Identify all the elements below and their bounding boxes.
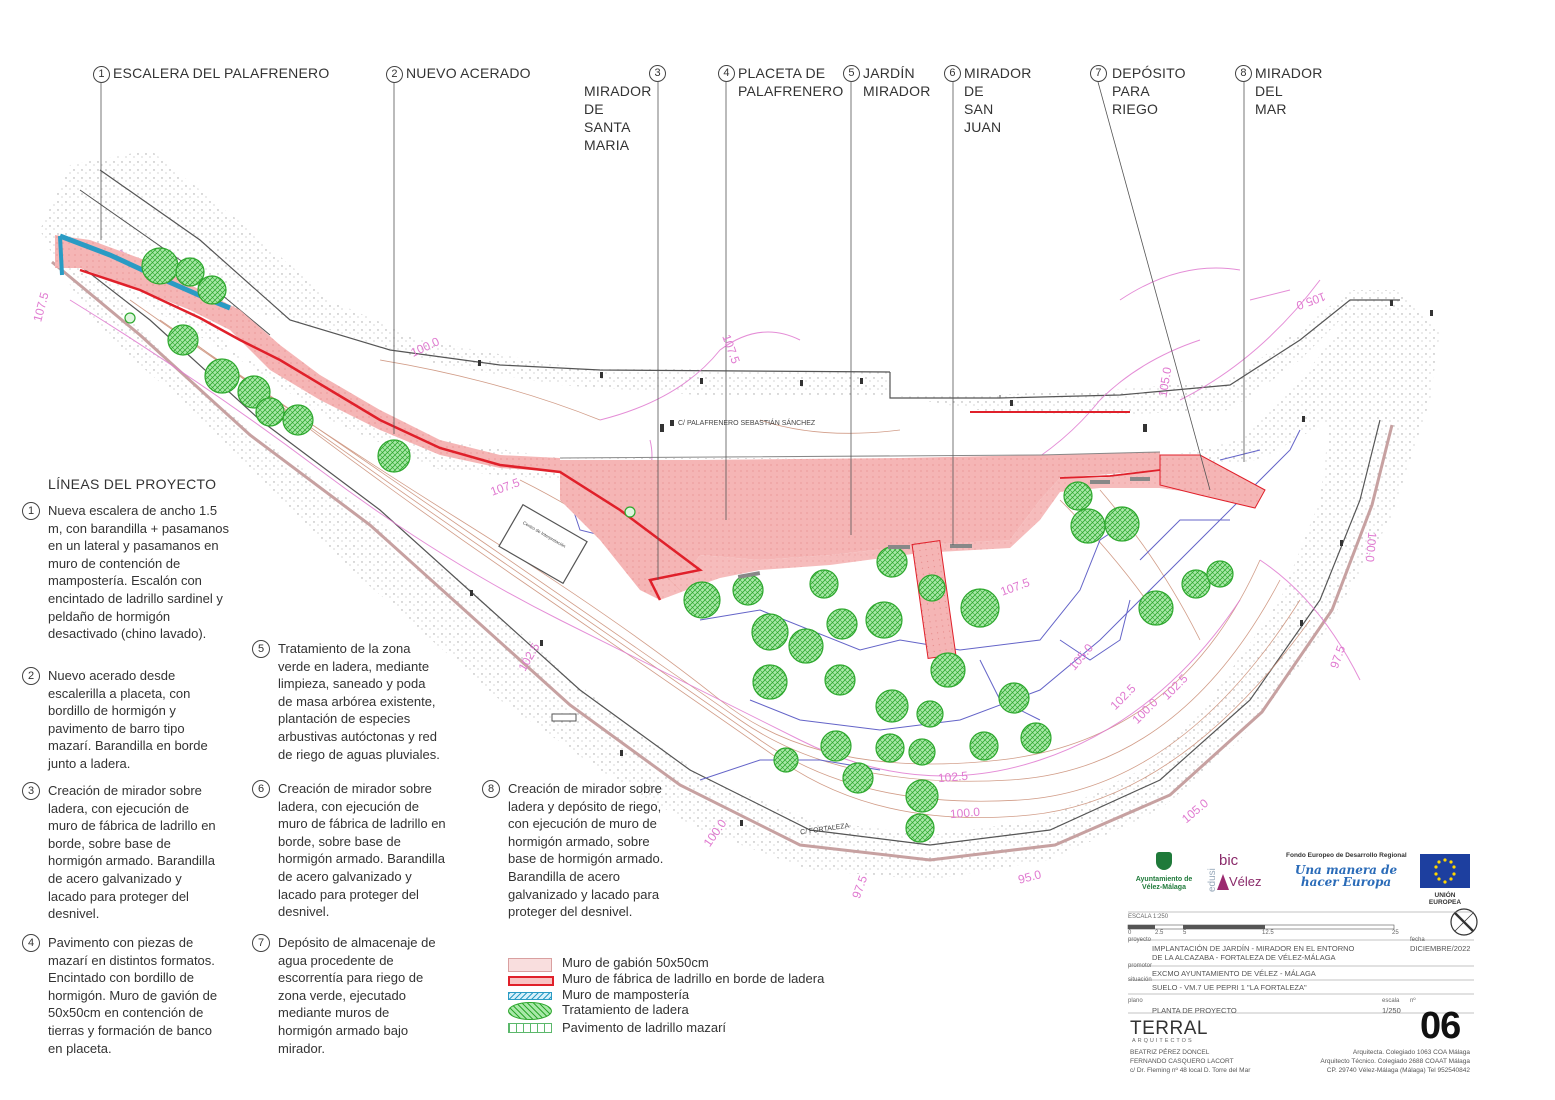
masonry-swatch-icon — [508, 992, 552, 1000]
mazari-swatch-icon — [508, 1023, 552, 1033]
credential: Arquitecto Técnico. Colegiado 2688 COAAT… — [1320, 1058, 1470, 1065]
credential: Arquitecta. Colegiado 1063 COA Málaga — [1352, 1049, 1470, 1056]
credential: CP. 29740 Vélez-Málaga (Málaga) Tel 9525… — [1326, 1067, 1470, 1074]
street-label: C/ PALAFRENERO SEBASTIÁN SÁNCHEZ — [678, 420, 816, 427]
tree-swatch-icon — [508, 1002, 552, 1020]
situacion-label: situación — [1128, 977, 1152, 983]
scale-tick: 0 — [1128, 930, 1132, 936]
legend-trees: Tratamiento de ladera — [508, 1002, 848, 1020]
scale-tick: 12.5 — [1262, 930, 1274, 936]
scale-tick: 25 — [1392, 930, 1399, 936]
situacion-value: SUELO - VM.7 UE PEPRI 1 "LA FORTALEZA" — [1152, 983, 1307, 992]
brick-wall-swatch-icon — [508, 976, 554, 986]
n-label: nº — [1410, 998, 1416, 1004]
gabion-swatch-icon — [508, 958, 552, 972]
sheet-number: 06 — [1420, 1005, 1461, 1047]
contour-label: 100.0 — [949, 804, 981, 822]
fecha-label: fecha — [1410, 937, 1425, 943]
promotor-value: EXCMO AYUNTAMIENTO DE VÉLEZ - MÁLAGA — [1152, 969, 1316, 978]
scale-tick: 5 — [1183, 930, 1187, 936]
plano-value: PLANTA DE PROYECTO — [1152, 1006, 1237, 1015]
callout-3-number: 3 — [649, 65, 666, 82]
author: BEATRIZ PÉREZ DONCEL — [1130, 1049, 1210, 1056]
eu-logo: UNIÓN EUROPEA — [1418, 852, 1472, 906]
firm-name: TERRAL — [1130, 1018, 1208, 1039]
legend-masonry: Muro de mampostería — [508, 987, 848, 1005]
section-title: LÍNEAS DEL PROYECTO — [48, 476, 217, 492]
scale-caption: ESCALA 1:250 — [1128, 914, 1169, 920]
legend-brick: Muro de fábrica de ladrillo en borde de … — [508, 971, 848, 989]
triangle-icon — [1217, 874, 1229, 890]
callout-3: MIRADOR DE SANTA MARIA — [584, 83, 652, 153]
ayuntamiento-logo: Ayuntamiento de Vélez-Málaga — [1130, 852, 1198, 902]
firm-subtitle: ARQUITECTOS — [1132, 1038, 1194, 1044]
legend-mazari: Pavimento de ladrillo mazarí — [508, 1020, 848, 1038]
contour-label: 102.5 — [937, 768, 969, 786]
contour-label: 100.0 — [1362, 531, 1380, 563]
feder-logo: Fondo Europeo de Desarrollo Regional Una… — [1286, 852, 1407, 889]
proyecto-value: IMPLANTACIÓN DE JARDÍN - MIRADOR EN EL E… — [1152, 944, 1355, 962]
plano-label: plano — [1128, 998, 1143, 1004]
crest-icon — [1156, 852, 1172, 870]
address: c/ Dr. Fleming nº 48 local D. Torre del … — [1130, 1067, 1251, 1074]
eu-flag-icon — [1420, 854, 1470, 888]
scale-tick: 2.5 — [1155, 930, 1164, 936]
proyecto-label: proyecto — [1128, 937, 1152, 943]
escala-value: 1/250 — [1382, 1006, 1401, 1015]
legend-gabion: Muro de gabión 50x50cm — [508, 955, 848, 973]
author: FERNANDO CASQUERO LACORT — [1130, 1058, 1234, 1065]
escala-label: escala — [1382, 998, 1400, 1004]
promotor-label: promotor — [1128, 963, 1153, 969]
north-arrow-icon — [1450, 908, 1478, 936]
fecha-value: DICIEMBRE/2022 — [1410, 944, 1471, 953]
edusi-logo: edusi bic Vélez — [1207, 852, 1262, 892]
